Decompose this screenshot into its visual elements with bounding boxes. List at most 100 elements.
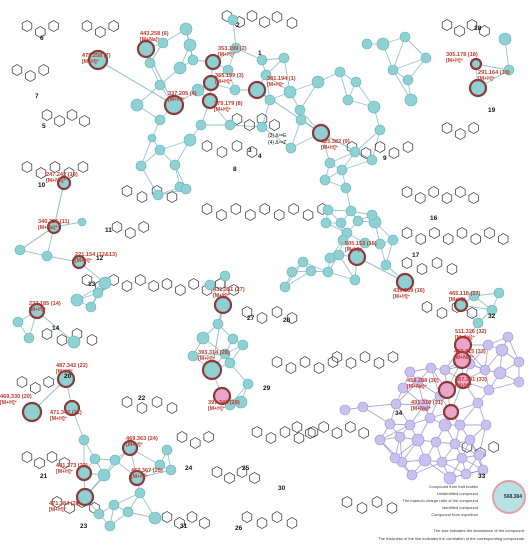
compound-ion-c19: [M+H]⁺ bbox=[198, 356, 216, 362]
mycelium-node-13 bbox=[456, 452, 468, 464]
structure-label-14: 14 bbox=[52, 325, 60, 332]
identified-node-c20 bbox=[212, 386, 232, 406]
structure-drawing-23 bbox=[251, 426, 319, 444]
compound-mz-c9: 305.178 (18) bbox=[446, 52, 478, 58]
mycelium-node-11 bbox=[418, 453, 432, 467]
legend: 568.384 Compound from fruit bodies Unide… bbox=[378, 478, 528, 548]
structure-drawing-22 bbox=[271, 356, 339, 374]
unidentified-node-103 bbox=[134, 487, 146, 499]
structure-drawing-7 bbox=[231, 113, 280, 131]
network-edge-195 bbox=[192, 353, 226, 357]
structure-drawing-5 bbox=[11, 64, 49, 82]
mycelium-node-41 bbox=[374, 434, 386, 446]
compound-mz-c28: 471.347 (21) bbox=[50, 410, 82, 416]
unidentified-node-90 bbox=[204, 279, 216, 291]
structure-drawing-32 bbox=[161, 511, 210, 529]
unidentified-node-65 bbox=[359, 237, 371, 249]
structure-drawing-13 bbox=[111, 221, 149, 239]
structure-label-16: 16 bbox=[430, 215, 438, 222]
unidentified-node-46 bbox=[498, 32, 512, 46]
unidentified-node-7 bbox=[187, 54, 199, 66]
unidentified-node-64 bbox=[324, 252, 336, 264]
unidentified-node-12 bbox=[195, 119, 207, 131]
legend-identified: Identified compound bbox=[441, 505, 478, 510]
identified-node-c1 bbox=[247, 80, 267, 100]
structure-label-4: 4 bbox=[258, 153, 262, 160]
unidentified-node-98 bbox=[89, 453, 101, 465]
unidentified-node-80 bbox=[12, 316, 24, 328]
unidentified-node-45 bbox=[278, 52, 290, 64]
structure-label-17: 17 bbox=[412, 252, 420, 259]
legend-key-label: 568.384 bbox=[503, 494, 522, 500]
mycelium-node-37 bbox=[390, 398, 402, 410]
unidentified-node-87 bbox=[187, 350, 199, 362]
unidentified-node-23 bbox=[256, 54, 268, 66]
unidentified-node-42 bbox=[256, 121, 268, 133]
compound-ion-c32: [M+H]⁺ bbox=[131, 474, 149, 480]
legend-key-node bbox=[492, 480, 526, 514]
legend-size: The size indicates the abundance of the … bbox=[433, 528, 524, 533]
structure-drawing-30 bbox=[176, 431, 214, 449]
mycelium-node-16 bbox=[472, 397, 484, 409]
compound-mz-c23: 511.326 (32) bbox=[455, 329, 487, 335]
identified-node-c28 bbox=[63, 399, 81, 417]
identified-node-c10 bbox=[468, 78, 488, 98]
compound-ion-c25: [M+H]⁺ bbox=[455, 383, 473, 389]
mycelium-node-26 bbox=[443, 471, 457, 485]
network-edge-119 bbox=[392, 36, 406, 71]
unidentified-node-62 bbox=[337, 234, 349, 246]
identified-node-c2 bbox=[204, 53, 222, 71]
compound-ion-c9: [M+H]⁺ bbox=[446, 58, 464, 64]
compound-ion-c21: [M+Na]⁺ bbox=[407, 384, 427, 390]
structure-label-6: 6 bbox=[40, 35, 44, 42]
mycelium-node-2 bbox=[424, 412, 436, 424]
structure-drawing-16 bbox=[401, 227, 509, 245]
mycelium-node-36 bbox=[357, 401, 369, 413]
legend-mycelium: Compound from mycelium bbox=[431, 512, 478, 517]
mycelium-node-40 bbox=[384, 418, 396, 430]
unidentified-node-13 bbox=[224, 119, 236, 131]
unidentified-node-28 bbox=[311, 75, 325, 89]
structure-drawing-35 bbox=[341, 496, 398, 514]
unidentified-node-11 bbox=[222, 64, 234, 76]
identified-node-c12 bbox=[46, 219, 62, 235]
compound-ion-c17: [M+H]⁺ bbox=[213, 293, 231, 299]
compound-ion-c5: [M+H]⁺ bbox=[168, 97, 186, 103]
unidentified-node-66 bbox=[320, 217, 332, 229]
unidentified-node-15 bbox=[130, 98, 144, 112]
unidentified-node-75 bbox=[41, 250, 53, 262]
mycelium-node-6 bbox=[394, 431, 406, 443]
compound-mz-c1: 381.194 (1) bbox=[267, 76, 296, 82]
structure-drawing-27 bbox=[121, 396, 178, 414]
unidentified-node-16 bbox=[183, 133, 197, 147]
unidentified-node-63 bbox=[322, 266, 334, 278]
identified-node-c16 bbox=[395, 272, 415, 292]
structure-label-33: 33 bbox=[478, 473, 486, 480]
compound-mz-c6: 443.258 (6) bbox=[140, 31, 169, 37]
compound-ion-c8: [M+H]⁺ bbox=[321, 145, 339, 151]
unidentified-node-25 bbox=[264, 94, 276, 106]
mycelium-node-22 bbox=[482, 339, 494, 351]
compound-mz-c13: 221.154 (12&13) bbox=[75, 252, 117, 258]
compound-ion-c14: [M+H]⁺ bbox=[29, 307, 47, 313]
identified-node-c15 bbox=[347, 247, 367, 267]
mycelium-node-20 bbox=[513, 376, 525, 388]
structure-label-26: 26 bbox=[235, 525, 243, 532]
structure-label-9: 9 bbox=[383, 155, 387, 162]
unidentified-node-2 bbox=[183, 38, 197, 52]
compound-mz-c24: 493.315 (33) bbox=[454, 349, 486, 355]
unidentified-node-105 bbox=[165, 464, 177, 476]
structure-label-20: 20 bbox=[64, 373, 72, 380]
mycelium-node-35 bbox=[339, 404, 351, 416]
structure-label-10: 10 bbox=[38, 182, 46, 189]
structure-drawing-29 bbox=[51, 496, 100, 514]
compound-mz-c2: 353.199 (2) bbox=[218, 46, 247, 52]
unidentified-node-31 bbox=[334, 66, 346, 78]
structure-drawing-11 bbox=[21, 161, 89, 179]
unidentified-node-10 bbox=[229, 84, 241, 96]
mycelium-node-10 bbox=[464, 434, 476, 446]
unidentified-node-0 bbox=[179, 22, 193, 36]
unidentified-node-52 bbox=[349, 146, 361, 158]
